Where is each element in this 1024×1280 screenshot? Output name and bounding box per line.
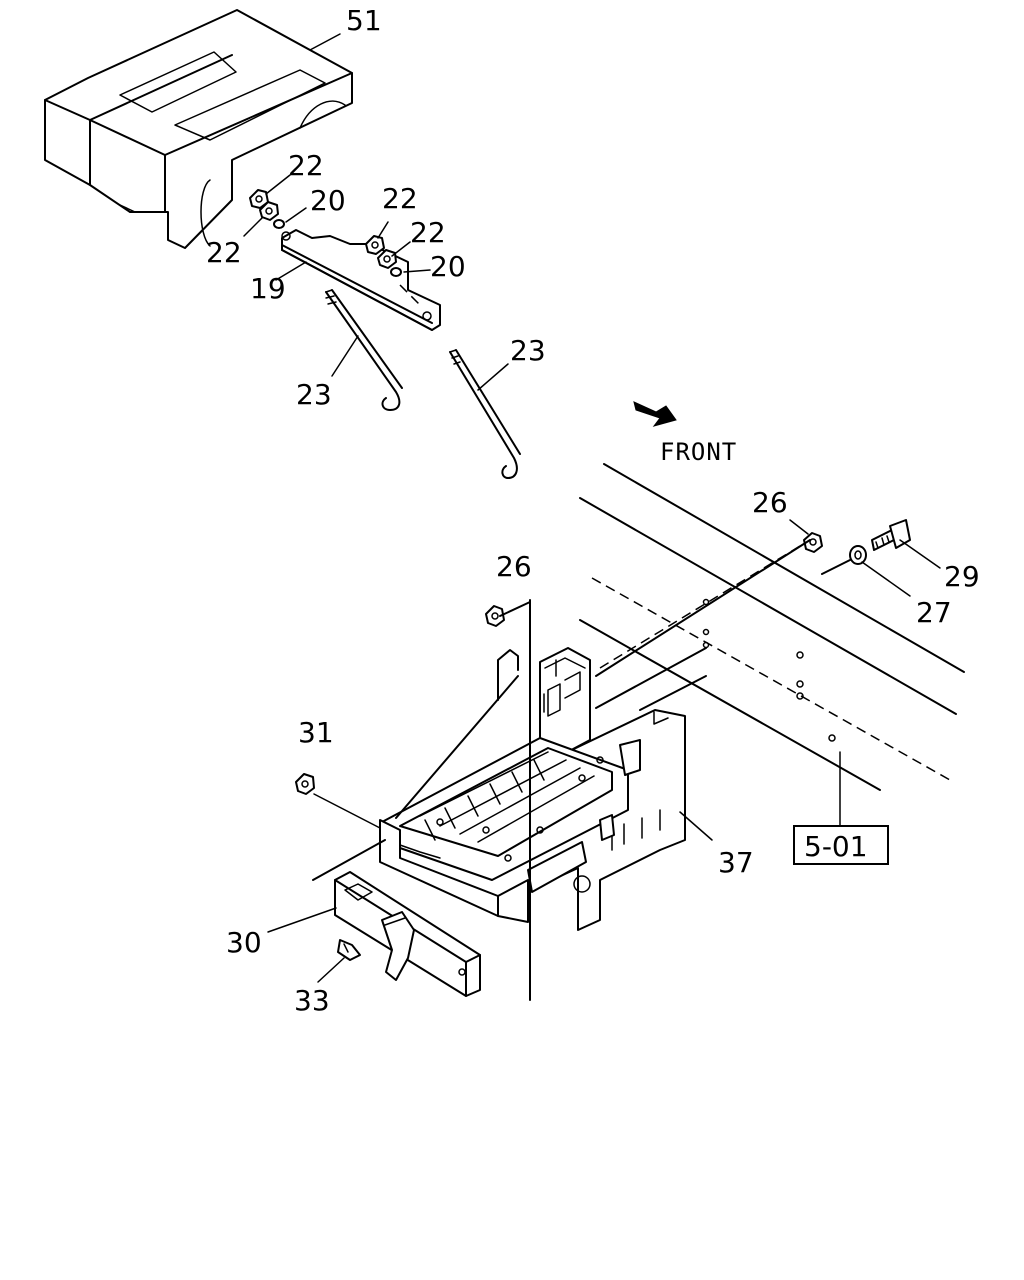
bolt-part: [337, 939, 361, 961]
label-33: 33: [294, 984, 330, 1017]
label-26-a: 26: [752, 486, 788, 519]
hold-down-bar-part: [281, 229, 441, 331]
label-22-b: 22: [206, 236, 242, 269]
label-23-b: 23: [510, 334, 546, 367]
battery-cover-part: [44, 9, 353, 249]
bolt-part: [871, 519, 911, 551]
label-31: 31: [298, 716, 334, 749]
label-20-a: 20: [310, 184, 346, 217]
label-37: 37: [718, 846, 754, 879]
front-arrow-icon: [633, 401, 677, 427]
hook-bolt-part: [325, 289, 521, 479]
label-22-d: 22: [410, 216, 446, 249]
label-27: 27: [916, 596, 952, 629]
washer-part: [849, 545, 867, 565]
front-direction-label: FRONT: [660, 438, 737, 466]
assembly-guide-lines: [312, 539, 851, 1001]
battery-clamp-part: [334, 871, 481, 997]
label-22-c: 22: [382, 182, 418, 215]
label-30: 30: [226, 926, 262, 959]
battery-tray-part: [379, 647, 686, 931]
label-20-b: 20: [430, 250, 466, 283]
leader-lines: [243, 33, 941, 983]
label-51: 51: [346, 4, 382, 37]
label-22-a: 22: [288, 149, 324, 182]
reference-label: 5-01: [804, 830, 868, 863]
nut-part: [295, 532, 823, 795]
label-19: 19: [250, 272, 286, 305]
reference-box: [793, 825, 889, 865]
label-29: 29: [944, 560, 980, 593]
frame-rail: [579, 463, 965, 791]
nut-part: [249, 189, 402, 277]
label-26-b: 26: [496, 550, 532, 583]
label-23-a: 23: [296, 378, 332, 411]
